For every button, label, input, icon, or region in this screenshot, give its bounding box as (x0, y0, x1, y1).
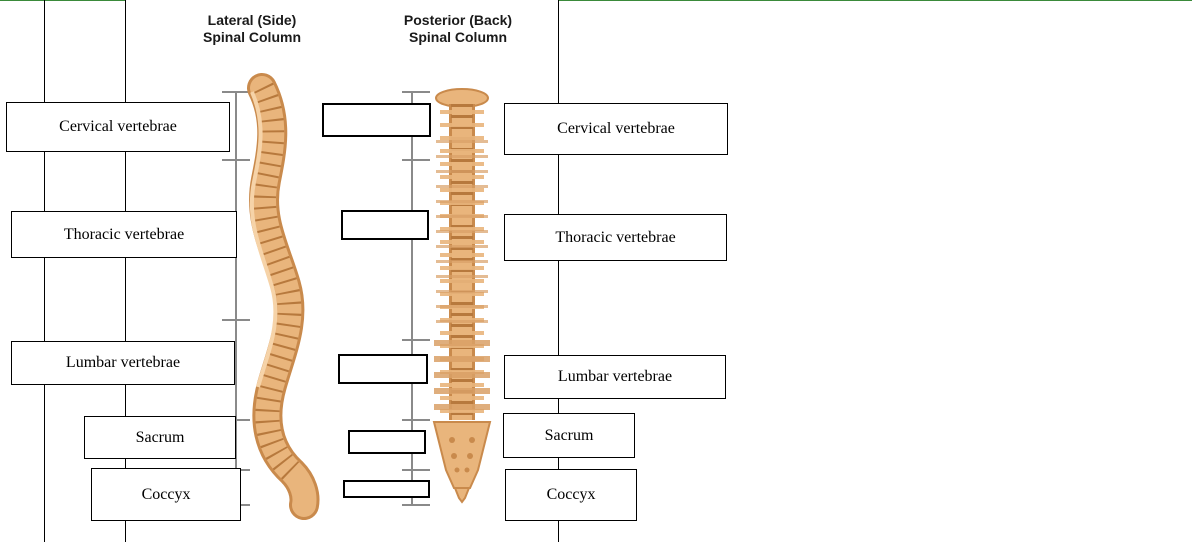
left-label-lumbar: Lumbar vertebrae (11, 341, 235, 385)
blank-answer-box-5[interactable] (343, 480, 430, 498)
right-label-thoracic: Thoracic vertebrae (504, 214, 727, 261)
right-label-cervical: Cervical vertebrae (504, 103, 728, 155)
left-label-coccyx: Coccyx (91, 468, 241, 521)
left-label-thoracic: Thoracic vertebrae (11, 211, 237, 258)
blank-answer-box-4[interactable] (348, 430, 426, 454)
right-label-lumbar: Lumbar vertebrae (504, 355, 726, 399)
posterior-spine (434, 89, 490, 502)
blank-answer-box-1[interactable] (322, 103, 431, 137)
right-label-coccyx: Coccyx (505, 469, 637, 521)
right-label-sacrum: Sacrum (503, 413, 635, 458)
left-label-cervical: Cervical vertebrae (6, 102, 230, 152)
left-label-sacrum: Sacrum (84, 416, 236, 459)
blank-answer-box-2[interactable] (341, 210, 429, 240)
blank-answer-box-3[interactable] (338, 354, 428, 384)
lateral-spine (252, 88, 305, 505)
